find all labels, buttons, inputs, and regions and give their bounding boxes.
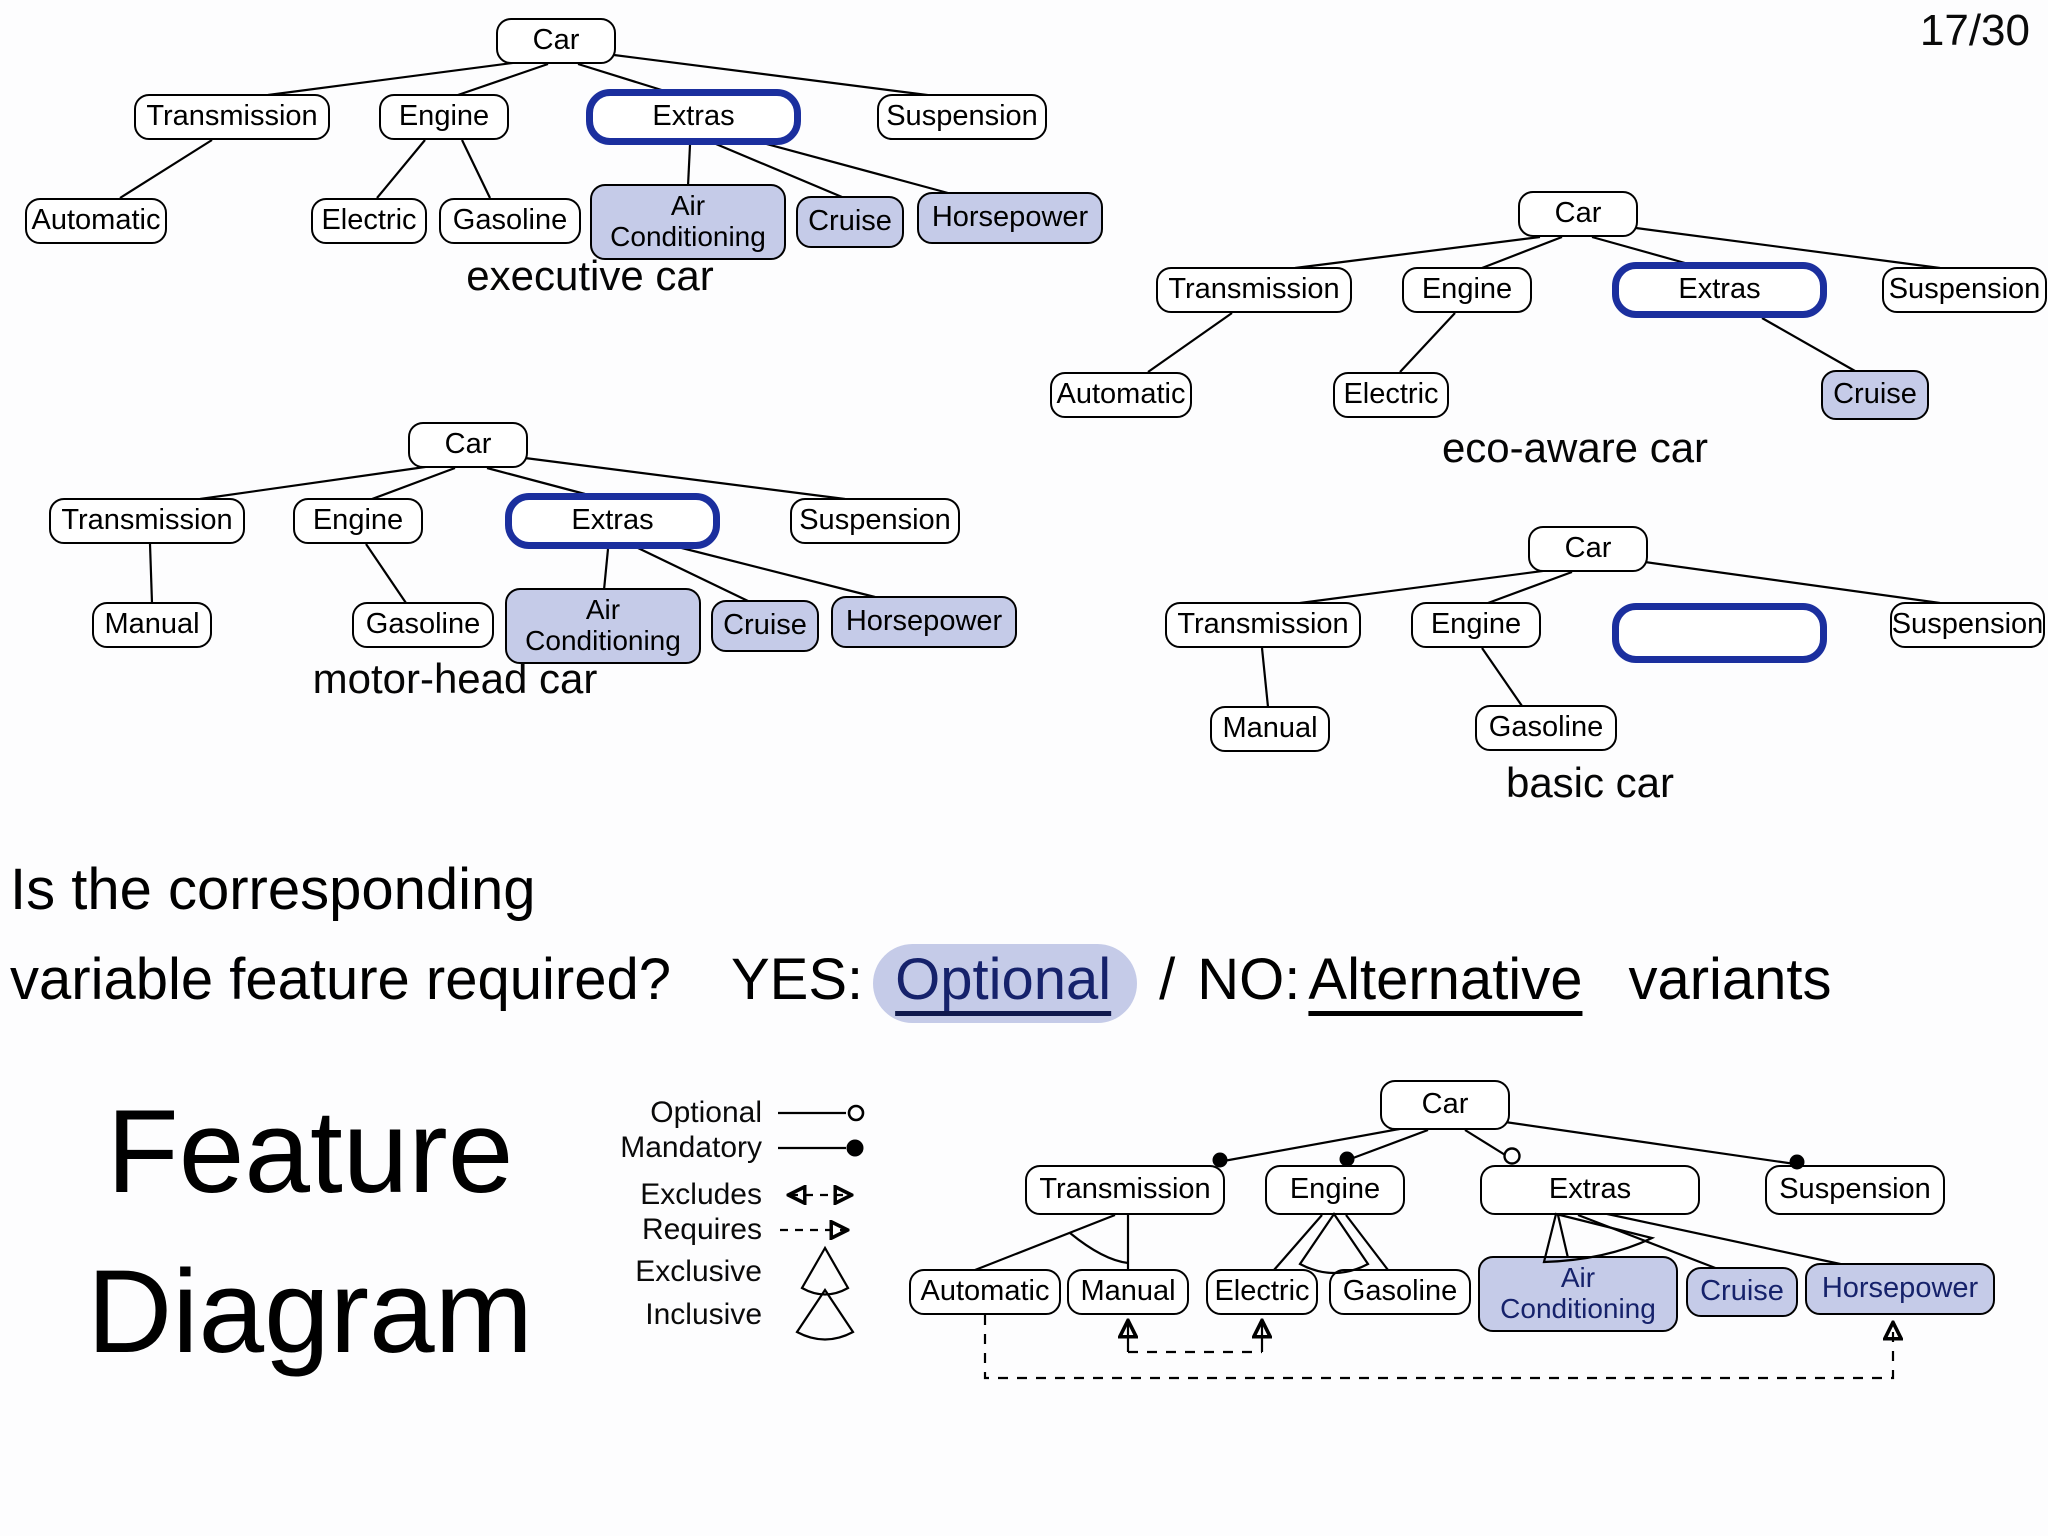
node-eco-transmission: Transmission — [1156, 267, 1352, 313]
legend-inclusive-icon — [795, 1288, 855, 1341]
basic-tree-edges — [1260, 560, 1941, 708]
node-executive-suspension: Suspension — [877, 94, 1047, 140]
inclusive-wedge-extras — [1542, 1212, 1656, 1264]
node-eco-suspension: Suspension — [1882, 267, 2047, 313]
node-fd-automatic: Automatic — [909, 1269, 1061, 1315]
node-basic-engine: Engine — [1411, 602, 1541, 648]
question-yes-label: YES: — [730, 947, 864, 1012]
node-executive-air-conditioning: Air Conditioning — [590, 184, 786, 260]
node-fd-manual: Manual — [1067, 1269, 1189, 1315]
section-title: Feature Diagram — [50, 1072, 570, 1392]
node-basic-gasoline: Gasoline — [1475, 705, 1617, 751]
node-motor-manual: Manual — [92, 602, 212, 648]
node-motor-engine: Engine — [293, 498, 423, 544]
node-basic-extras-empty — [1612, 603, 1827, 663]
node-motor-gasoline: Gasoline — [352, 602, 494, 648]
node-basic-car: Car — [1528, 526, 1648, 572]
legend-exclusive-icon — [800, 1245, 850, 1296]
node-executive-horsepower: Horsepower — [917, 192, 1103, 244]
question-alternative: Alternative — [1308, 947, 1583, 1012]
caption-motor-head: motor-head car — [312, 655, 598, 702]
question-line2: variable feature required? YES: Optional… — [10, 944, 1832, 1023]
node-motor-cruise: Cruise — [711, 600, 819, 652]
node-fd-gasoline: Gasoline — [1329, 1269, 1471, 1315]
legend-inclusive-label: Inclusive — [645, 1298, 762, 1331]
node-eco-car: Car — [1518, 191, 1638, 237]
node-fd-horsepower: Horsepower — [1805, 1263, 1995, 1315]
legend-requires-label: Requires — [641, 1213, 762, 1246]
node-executive-car: Car — [496, 18, 616, 64]
node-fd-engine: Engine — [1265, 1165, 1405, 1215]
node-basic-transmission: Transmission — [1165, 602, 1361, 648]
node-basic-manual: Manual — [1210, 706, 1330, 752]
node-motor-horsepower: Horsepower — [831, 596, 1017, 648]
legend-optional-label: Optional — [650, 1096, 762, 1129]
node-motor-car: Car — [408, 422, 528, 468]
question-optional-pill: Optional — [873, 944, 1138, 1023]
caption-executive: executive car — [466, 252, 714, 299]
node-eco-electric: Electric — [1333, 372, 1449, 418]
legend-symbols — [778, 1104, 865, 1341]
node-motor-transmission: Transmission — [49, 498, 245, 544]
question-line2-text: variable feature required? — [10, 947, 671, 1012]
cross-tree-constraints — [983, 1315, 1893, 1380]
node-fd-electric: Electric — [1206, 1269, 1318, 1315]
node-fd-car: Car — [1380, 1080, 1510, 1130]
requires-line-automatic-horsepower — [983, 1315, 1893, 1380]
legend-mandatory-icon — [778, 1139, 864, 1157]
node-executive-automatic: Automatic — [25, 198, 167, 244]
exclusive-arc-transmission — [1069, 1232, 1129, 1265]
inclusive-wedge-engine — [1298, 1212, 1370, 1274]
node-fd-cruise: Cruise — [1686, 1267, 1798, 1317]
node-eco-cruise: Cruise — [1821, 370, 1929, 420]
question-no-label: NO: — [1197, 947, 1301, 1012]
legend-excludes-label: Excludes — [640, 1178, 762, 1211]
legend-mandatory-label: Mandatory — [620, 1131, 762, 1164]
node-eco-extras: Extras — [1612, 262, 1827, 318]
node-fd-suspension: Suspension — [1765, 1165, 1945, 1215]
legend-optional-icon — [778, 1104, 865, 1122]
optional-dot-extras — [1503, 1147, 1521, 1165]
node-executive-transmission: Transmission — [134, 94, 330, 140]
caption-basic: basic car — [1505, 759, 1675, 806]
node-fd-air-conditioning: Air Conditioning — [1478, 1256, 1678, 1332]
node-eco-engine: Engine — [1402, 267, 1532, 313]
node-executive-cruise: Cruise — [796, 196, 904, 248]
caption-eco-aware: eco-aware car — [1441, 424, 1709, 471]
node-executive-gasoline: Gasoline — [439, 198, 581, 244]
legend-exclusive-label: Exclusive — [635, 1255, 762, 1288]
node-executive-engine: Engine — [379, 94, 509, 140]
section-title-line1: Feature — [106, 1086, 514, 1218]
node-motor-extras: Extras — [505, 493, 720, 549]
node-fd-extras: Extras — [1480, 1165, 1700, 1215]
node-fd-transmission: Transmission — [1025, 1165, 1225, 1215]
question-separator: / — [1159, 947, 1176, 1012]
question-line1: Is the corresponding — [10, 857, 536, 922]
node-executive-electric: Electric — [311, 198, 427, 244]
node-eco-automatic: Automatic — [1050, 372, 1192, 418]
page-number: 17/30 — [1919, 6, 2030, 55]
node-basic-suspension: Suspension — [1890, 602, 2045, 648]
question-variants: variants — [1628, 947, 1832, 1012]
section-title-line2: Diagram — [87, 1246, 533, 1378]
node-executive-extras: Extras — [586, 89, 801, 145]
node-motor-air-conditioning: Air Conditioning — [505, 588, 701, 664]
node-motor-suspension: Suspension — [790, 498, 960, 544]
